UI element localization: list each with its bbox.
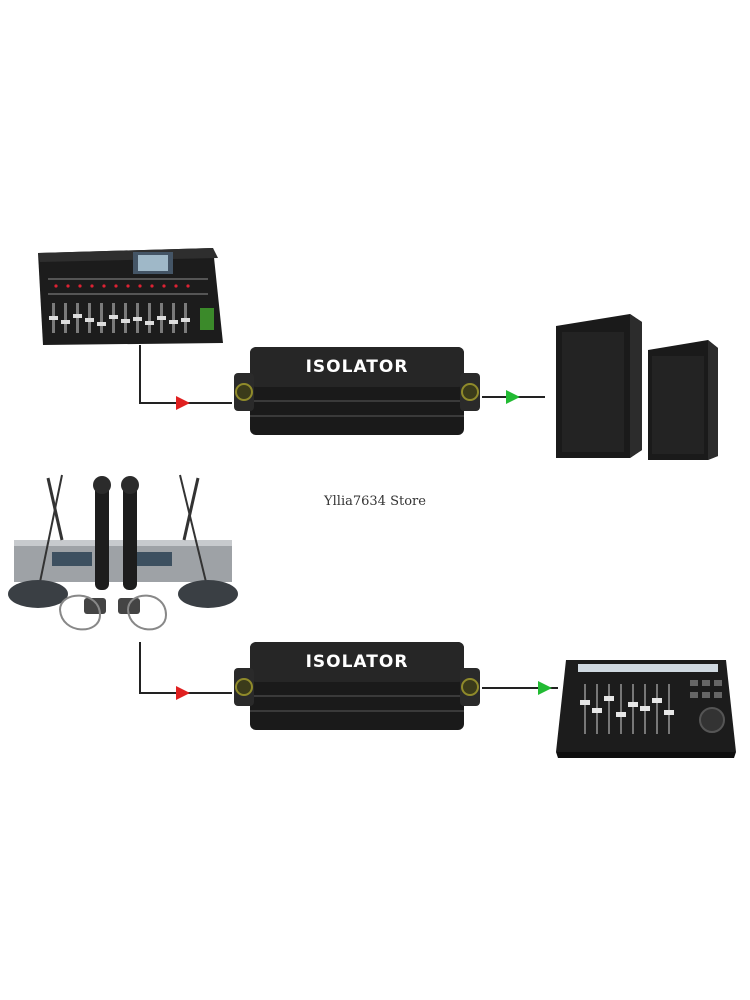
isolator-device-bottom: ISOLATOR <box>232 640 482 735</box>
isolator-label: ISOLATOR <box>305 652 409 672</box>
isolator-body-icon <box>234 347 480 435</box>
isolator-body-icon <box>234 642 480 730</box>
store-watermark: Yllia7634 Store <box>324 494 426 509</box>
isolator-label: ISOLATOR <box>305 357 409 377</box>
isolator-device-top: ISOLATOR <box>232 345 482 440</box>
